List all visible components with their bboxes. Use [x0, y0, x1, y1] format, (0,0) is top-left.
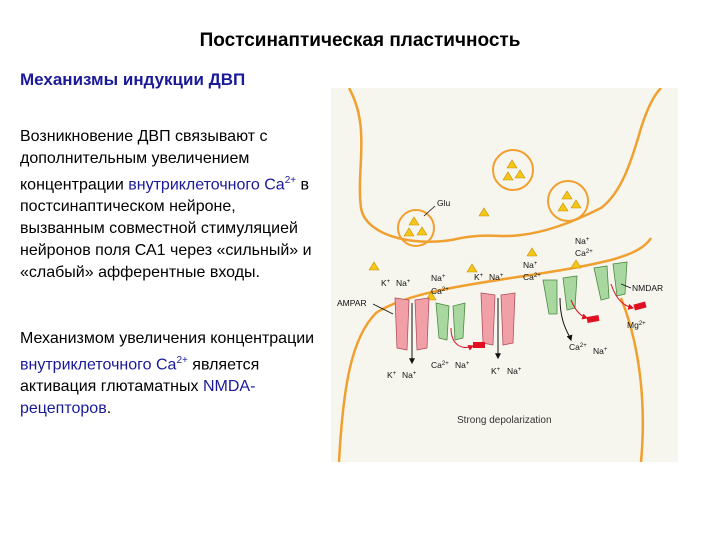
ion-label-k: K+ [381, 278, 391, 288]
ion-label-k: K+ [387, 370, 397, 380]
ion-label-na: Na+ [396, 278, 411, 288]
ion-label-na: Na+ [431, 273, 446, 283]
mg-label: Mg2+ [627, 320, 646, 330]
highlight-text: NMDA-рецепторов [20, 378, 256, 418]
ampar-label: AMPAR [337, 298, 367, 308]
vesicle [397, 209, 435, 247]
vesicle [492, 149, 534, 191]
paragraph-ltp-induction: Возникновение ДВП связывают с дополнител… [20, 126, 320, 284]
ampar-channel [394, 297, 430, 365]
glutamate-icon [368, 261, 380, 271]
ion-label-na: Na+ [489, 272, 504, 282]
synapse-diagram: Glu K+ Na+ Na+ Ca2+ [331, 88, 678, 462]
ion-label-ca: Ca2+ [575, 248, 593, 258]
glutamate-icon [526, 247, 538, 257]
ion-label-k: K+ [491, 366, 501, 376]
superscript: 2+ [176, 355, 188, 366]
nmdar-channel [435, 302, 485, 351]
ion-label-ca: Ca2+ [523, 272, 541, 282]
paragraph-text: . [106, 400, 112, 418]
glutamate-icon [570, 259, 582, 269]
glutamate-icon [478, 207, 490, 217]
mg-block-icon [633, 301, 647, 311]
paragraph-text: Возникновение ДВП связывают с дополнител… [20, 128, 268, 194]
depolarization-label: Strong depolarization [457, 415, 552, 426]
ion-label-ca: Ca2+ [431, 286, 449, 296]
vesicle [547, 180, 589, 222]
ion-label-ca: Ca2+ [569, 342, 587, 352]
ion-label-na: Na+ [507, 366, 522, 376]
paragraph-text: Механизмом увеличения концентрации [20, 330, 315, 347]
ion-label-na: Na+ [402, 370, 417, 380]
nmdar-label: NMDAR [632, 283, 663, 293]
ion-label-na: Na+ [575, 236, 590, 246]
slide-subtitle: Механизмы индукции ДВП [20, 70, 246, 89]
ion-label-k: K+ [474, 272, 484, 282]
nmdar-channel [593, 261, 647, 311]
ion-label-ca: Ca2+ [431, 360, 449, 370]
postsynaptic-membrane-right [619, 297, 645, 462]
glutamate-icon [466, 263, 478, 273]
synapse-diagram-svg: Glu K+ Na+ Na+ Ca2+ [337, 88, 663, 462]
highlight-text: внутриклеточного Ca [128, 176, 285, 194]
paragraph-nmda-mechanism: Механизмом увеличения концентрации внутр… [20, 328, 320, 420]
glu-label: Glu [437, 198, 451, 208]
superscript: 2+ [284, 175, 297, 186]
ampar-channel [480, 292, 516, 360]
postsynaptic-membrane [337, 237, 653, 462]
paragraph-text: в постсинаптическом нейроне, вызванным с… [20, 176, 312, 282]
ion-label-na: Na+ [455, 360, 470, 370]
paragraph-text: является активация глютаматных [20, 356, 260, 396]
slide-title: Постсинаптическая пластичность [199, 30, 521, 51]
ion-label-na: Na+ [523, 260, 538, 270]
ion-label-na: Na+ [593, 346, 608, 356]
nmdar-channel [542, 275, 600, 342]
mg-block-icon [586, 315, 600, 323]
highlight-text: внутриклеточного Ca [20, 356, 177, 374]
mg-block-icon [473, 342, 485, 348]
presynaptic-membrane [347, 88, 662, 243]
